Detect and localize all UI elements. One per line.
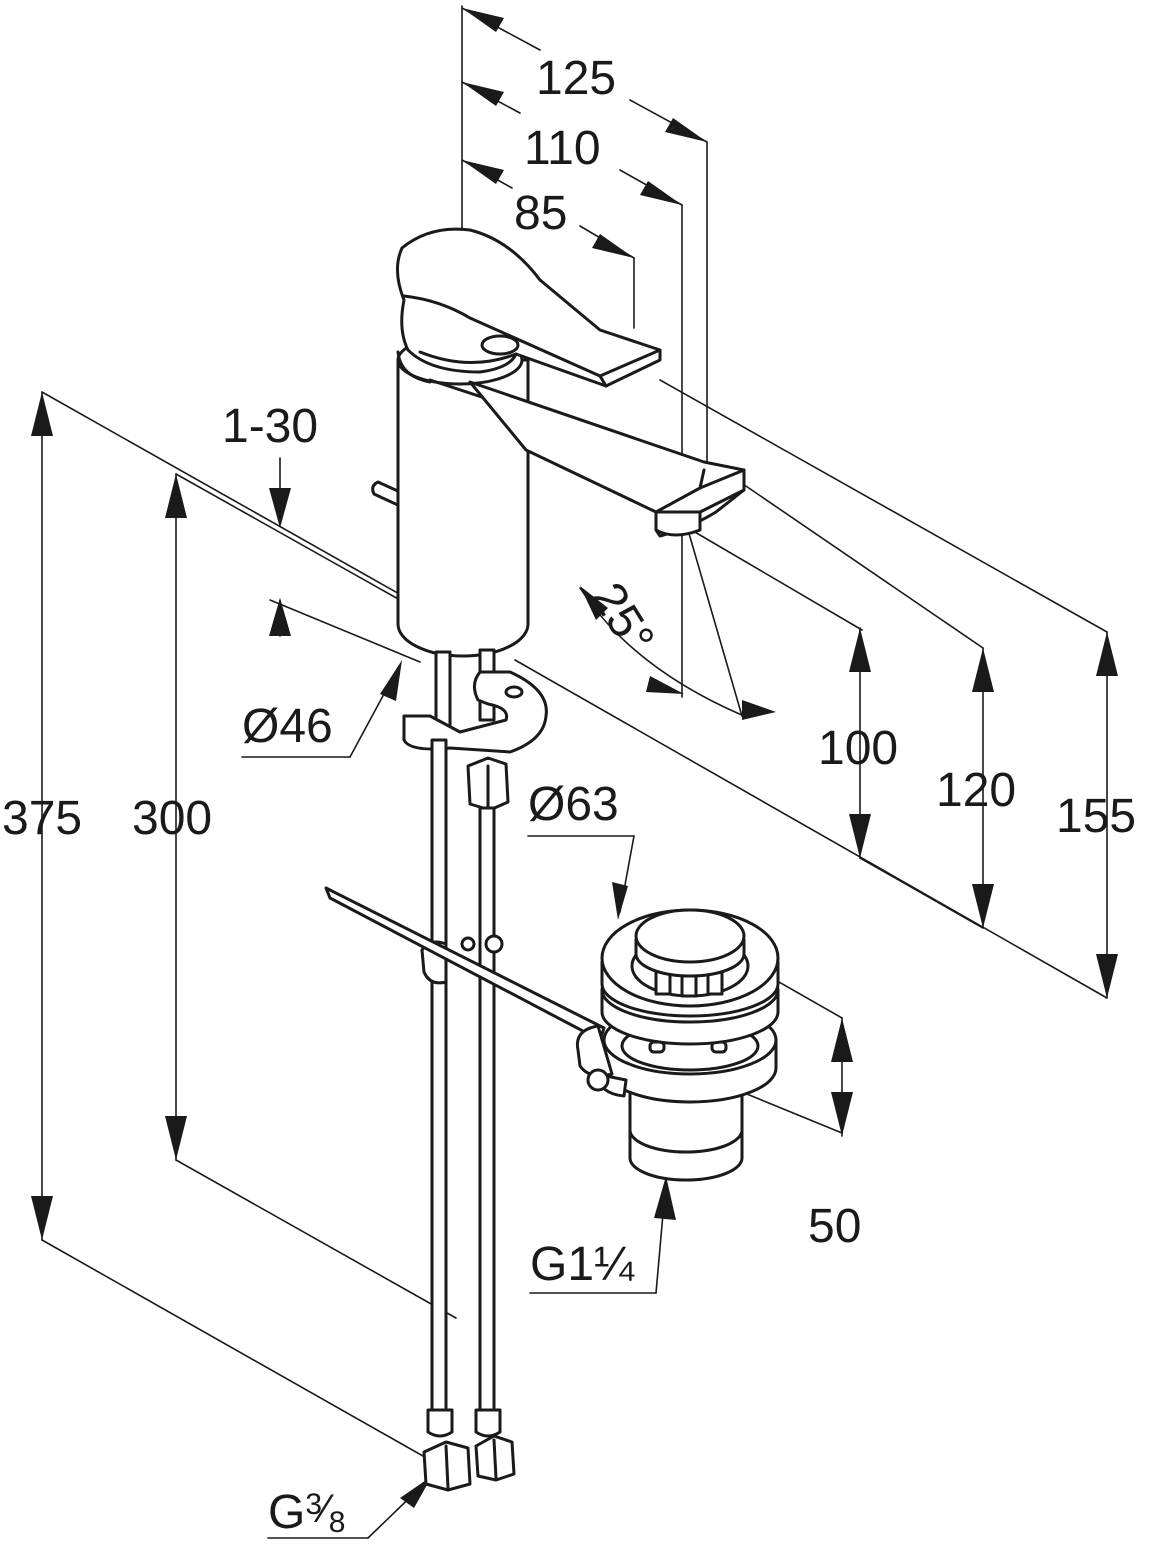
dim-50-label: 50 bbox=[808, 1200, 861, 1253]
arrowheads bbox=[31, 8, 1118, 1508]
hose-left bbox=[430, 738, 448, 1432]
dim-85-label: 85 bbox=[514, 187, 567, 240]
dim-155-label: 155 bbox=[1056, 790, 1136, 843]
dim-100-label: 100 bbox=[818, 722, 898, 775]
linkage-rod bbox=[324, 886, 606, 1042]
mounting-washer bbox=[402, 670, 548, 754]
dimension-labels: 125 110 85 1-30 25° Ø46 100 120 155 375 … bbox=[2, 52, 1136, 1539]
dim-body-diameter-label: Ø46 bbox=[242, 700, 333, 753]
mounting-hardware bbox=[402, 648, 548, 1492]
waste-tailpiece bbox=[628, 1088, 744, 1182]
dim-angle-label: 25° bbox=[581, 574, 664, 664]
dim-120-label: 120 bbox=[936, 764, 1016, 817]
thread-waste-label: G1¼ bbox=[530, 1238, 635, 1291]
hose-right bbox=[478, 806, 496, 1432]
pop-up-rod-knob bbox=[371, 480, 402, 508]
faucet-body bbox=[396, 358, 530, 658]
dim-110-label: 110 bbox=[524, 122, 601, 175]
dim-deck-label: 1-30 bbox=[222, 400, 318, 453]
dim-waste-diameter-label: Ø63 bbox=[528, 778, 619, 831]
dim-300-label: 300 bbox=[132, 792, 212, 845]
waste-valve bbox=[575, 908, 780, 1182]
thread-hose-label: G3⁄8 bbox=[268, 1486, 345, 1539]
dim-375-label: 375 bbox=[2, 792, 82, 845]
faucet bbox=[371, 227, 746, 658]
lever-handle bbox=[396, 227, 662, 388]
dim-125-label: 125 bbox=[536, 52, 616, 105]
